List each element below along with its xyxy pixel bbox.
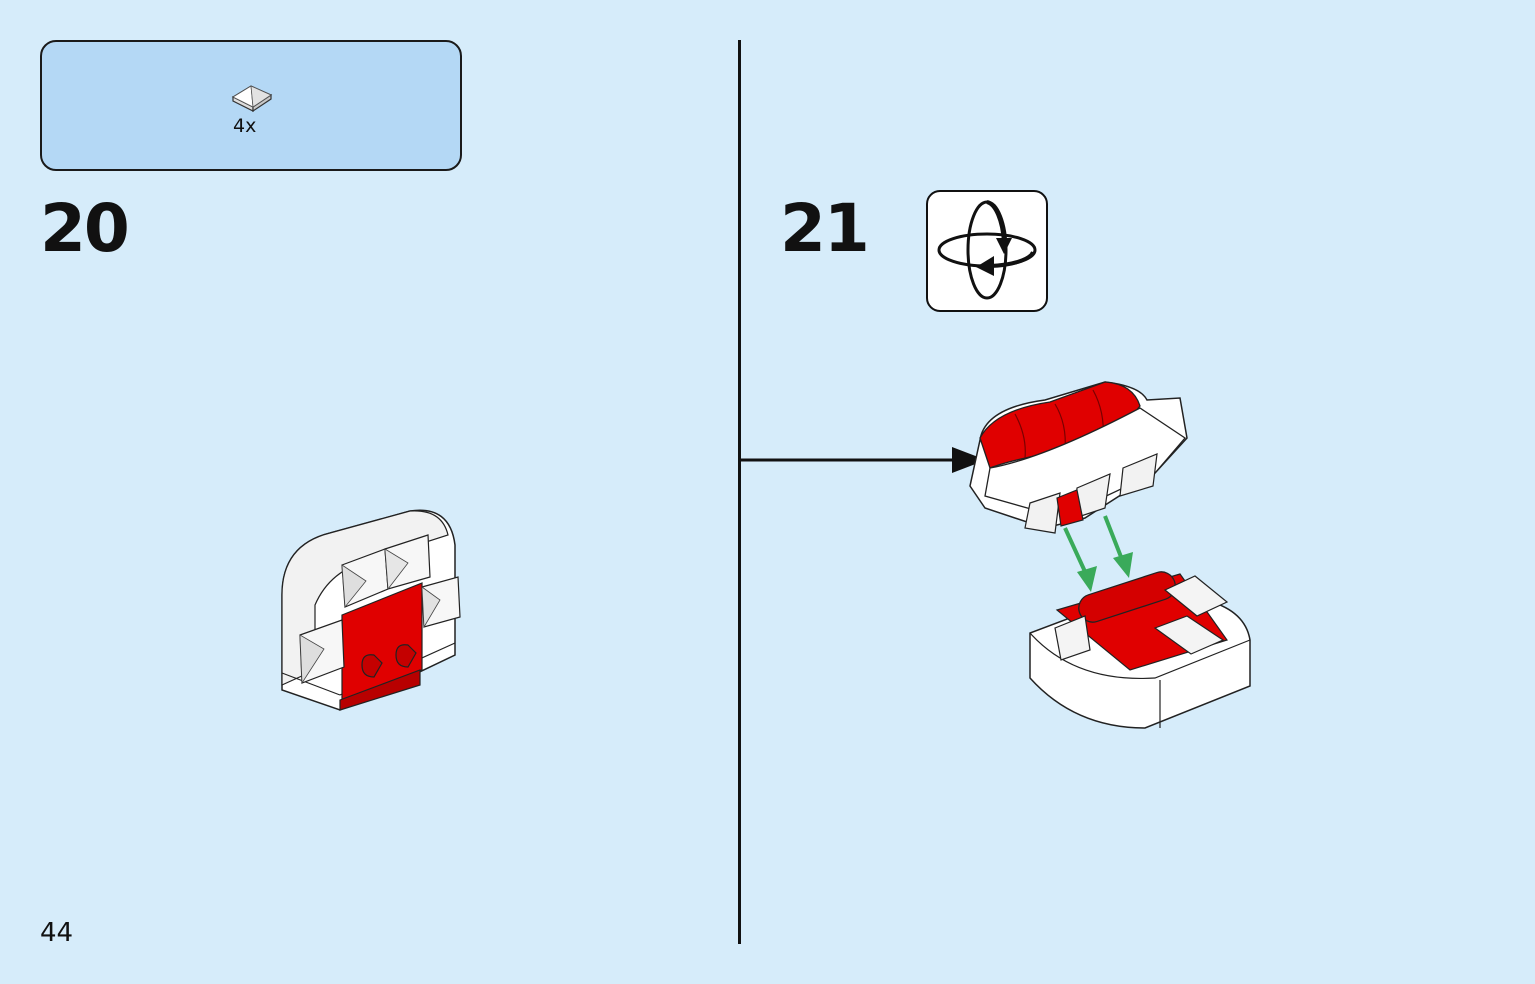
callout-pointer-arrow [740,447,986,473]
step-number-20: 20 [40,190,130,267]
rotate-model-icon [937,200,1037,300]
white-pyramid-tile-icon [231,85,273,113]
part-quantity: 4x [233,115,257,137]
rotate-model-indicator [926,190,1048,312]
step-number-21: 21 [780,190,870,267]
step-21-assembly-illustration [969,381,1251,729]
step-20-model-illustration [281,509,461,711]
step-divider [738,40,741,944]
page-number: 44 [40,918,74,948]
parts-list-box: 4x [40,40,462,171]
